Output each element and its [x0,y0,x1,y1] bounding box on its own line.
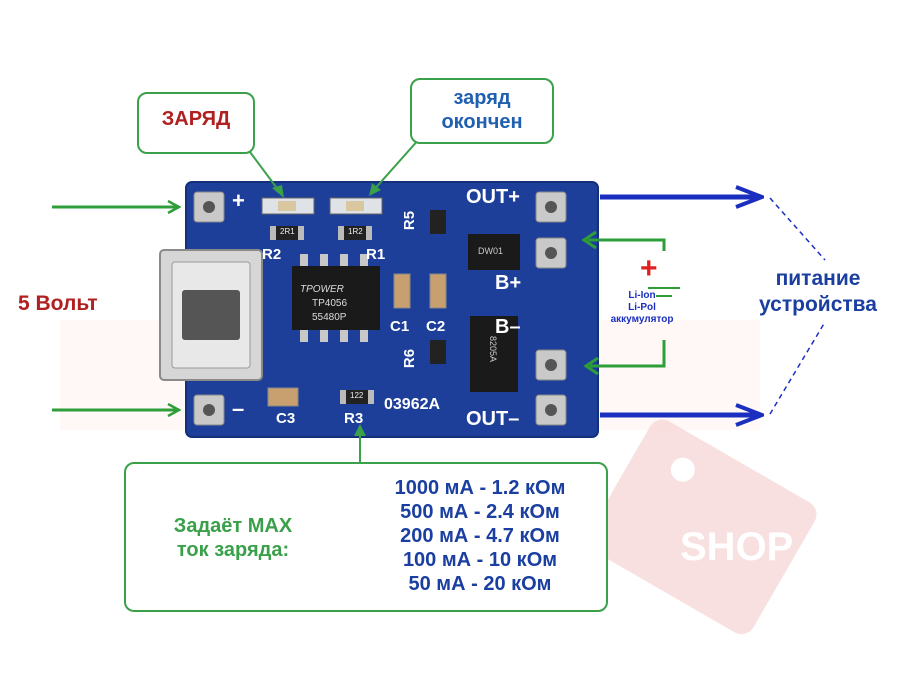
chip-code: 55480P [312,312,347,323]
battery-wire-minus [590,340,666,368]
callout-charging-text: ЗАРЯД [161,108,231,130]
resistor-r2 [276,226,298,240]
r1-label: R1 [366,246,386,263]
capacitor-c2 [429,273,447,309]
table-caption-line1: Задаёт MAX [173,515,293,537]
table-row: 100 мА - 10 кОм [402,549,558,571]
chip-brand: TPOWER [300,284,344,295]
pin-plus-label: + [232,188,245,213]
output-label-line1: питание [775,267,861,290]
battery-label: Li-Ion Li-Pol аккумулятор [604,290,680,326]
chip-tp4056 [292,266,380,330]
battery-line3: аккумулятор [610,314,674,325]
table-row: 200 мА - 4.7 кОм [400,525,560,547]
r3-label: R3 [344,410,364,427]
table-row: 500 мА - 2.4 кОм [400,501,560,523]
callout-resistor-table: Задаёт MAX ток заряда: 1000 мА - 1.2 кОм… [124,462,608,612]
shop-tag-shape [587,419,817,635]
table-row: 1000 мА - 1.2 кОм [394,477,566,499]
capacitor-c3 [267,387,299,407]
r3-code: 122 [350,391,364,400]
table-caption: Задаёт MAX ток заряда: [148,514,318,562]
capacitor-c1 [393,273,411,309]
resistor-r6 [430,340,446,364]
b-minus-label: B– [495,316,521,338]
r2-label: R2 [262,246,282,263]
chip-model: TP4056 [312,298,348,309]
b-plus-label: B+ [495,272,522,294]
resistor-r1 [344,226,366,240]
table-caption-line2: ток заряда: [176,539,290,561]
battery-wire-plus [588,238,666,251]
output-label-line2: устройства [759,293,877,316]
callout-done-line2: окончен [441,111,523,133]
callout-charging: ЗАРЯД [137,92,255,154]
resistor-r3 [346,390,368,404]
output-dashed-lower [769,321,826,415]
resistor-r5 [430,210,446,234]
r6-label: R6 [401,348,419,369]
battery-plus-sign: + [640,252,658,285]
dw01-code: DW01 [478,246,504,256]
callout-done: заряд окончен [410,78,554,144]
battery-line2: Li-Pol [628,302,656,313]
out-minus-label: OUT– [466,408,520,430]
r2-code: 2R1 [280,227,295,236]
c1-label: C1 [390,318,410,335]
board-id-label: 03962A [384,396,441,413]
fet-code: 8205A [488,335,499,363]
input-voltage-label: 5 Вольт [18,292,98,315]
battery-line1: Li-Ion [628,290,656,301]
table-rows: 1000 мА - 1.2 кОм 500 мА - 2.4 кОм 200 м… [362,476,598,596]
c2-label: C2 [426,318,446,335]
r5-label: R5 [401,210,419,231]
chip-8205a [470,316,518,392]
r1-code: 1R2 [348,227,363,236]
output-dashed-upper [769,197,826,261]
callout-done-line1: заряд [453,87,511,109]
c3-label: C3 [276,410,296,427]
output-label: питание устройства [738,266,898,318]
shop-watermark-text: SHOP [680,525,793,569]
chip-dw01 [468,234,520,270]
pin-minus-label: – [232,396,245,421]
out-plus-label: OUT+ [466,186,520,208]
table-row: 50 мА - 20 кОм [408,573,552,595]
